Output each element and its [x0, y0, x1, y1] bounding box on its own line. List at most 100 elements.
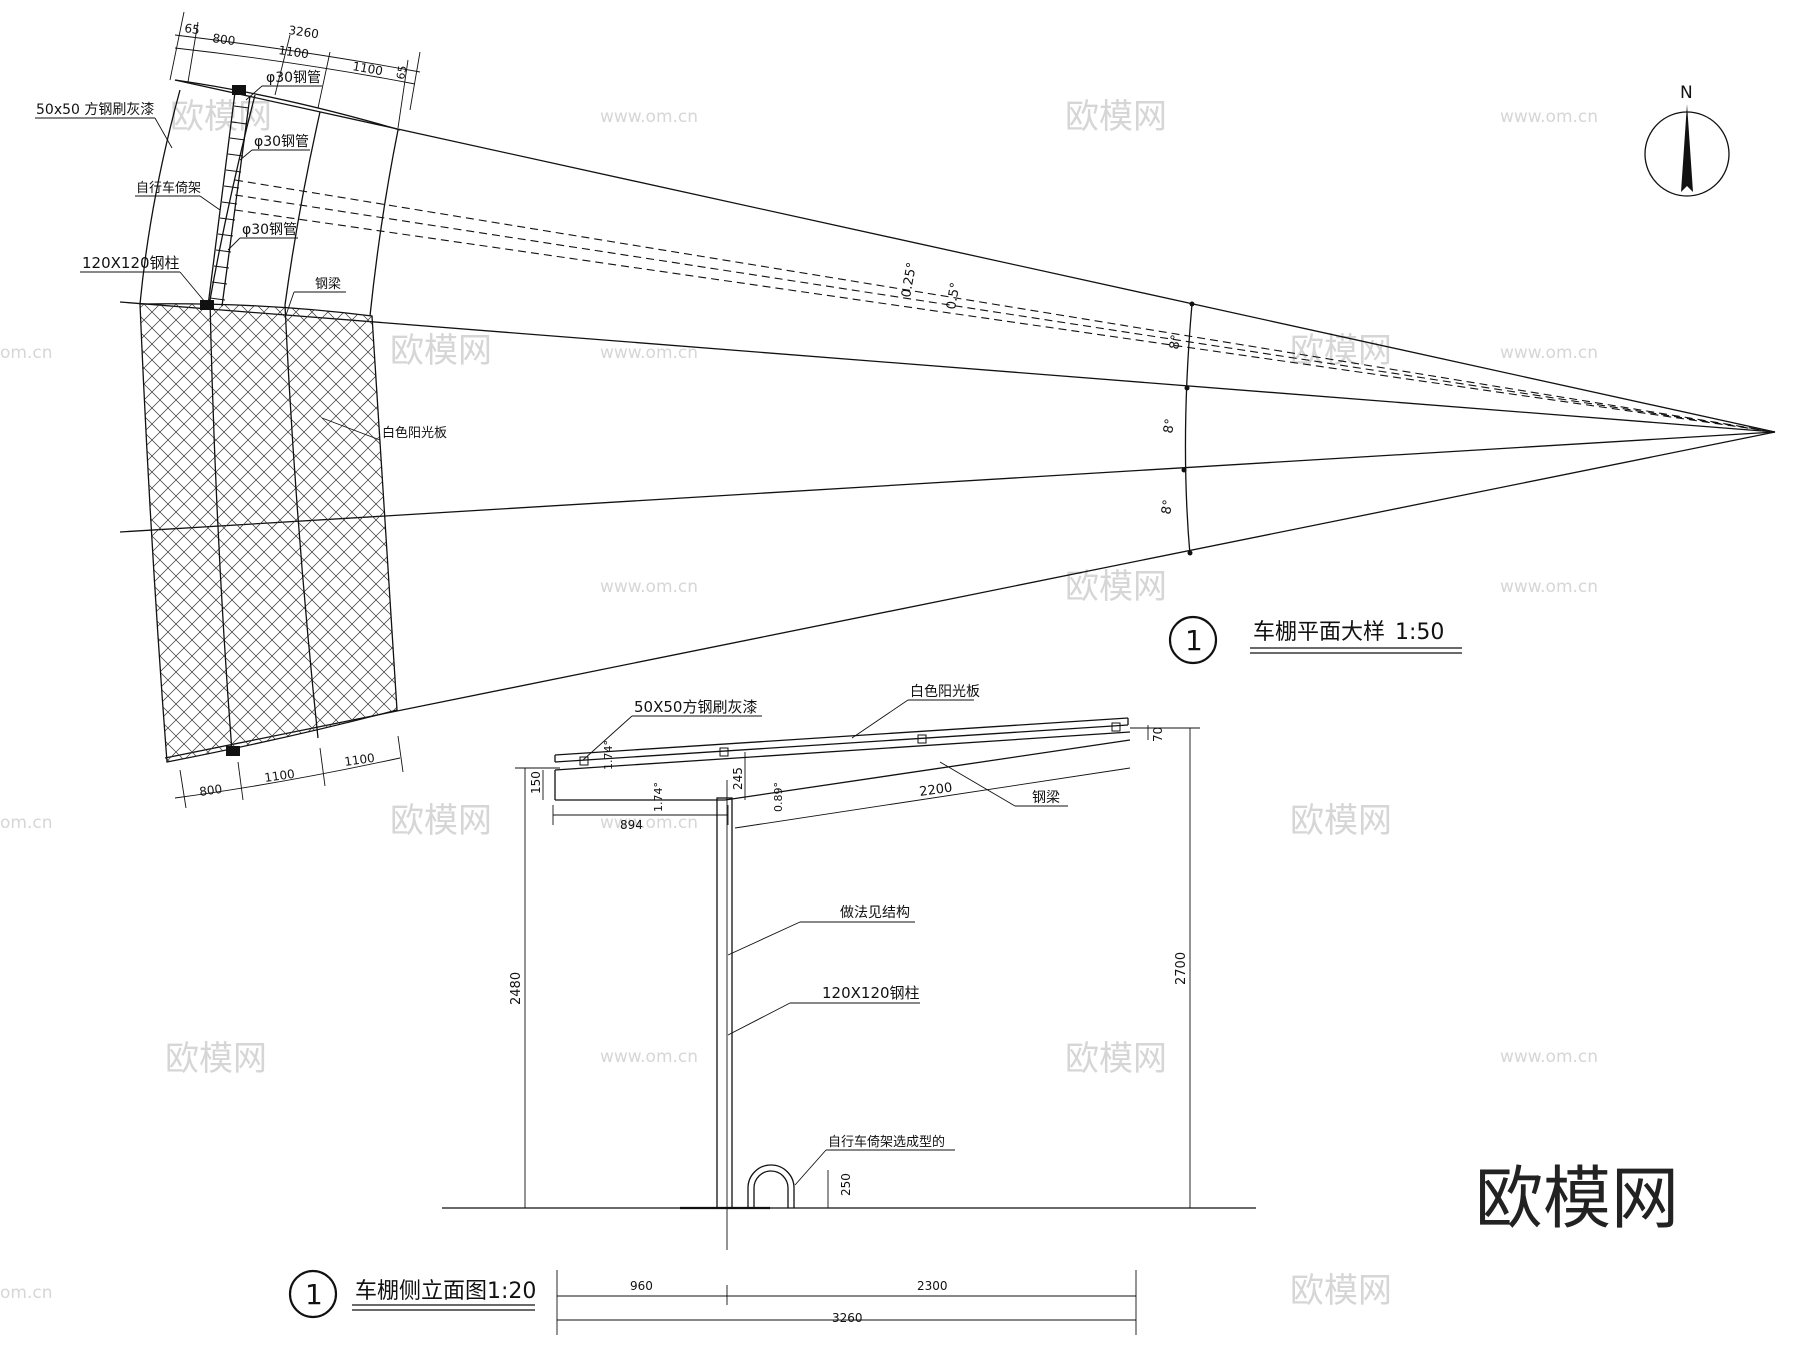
arc-node [1187, 550, 1193, 556]
watermark-cn: 欧模网 [170, 97, 272, 137]
watermark-cn: 欧模网 [1290, 801, 1392, 841]
north-arrow-icon [1681, 104, 1693, 192]
angle-label: 0.89° [772, 782, 785, 812]
purlin [579, 756, 589, 766]
elevation-view: 894 150 245 1.74° 1.74° 0.89° 2200 70 24… [288, 683, 1256, 1335]
purlin [917, 734, 927, 744]
dim-label: 800 [212, 31, 237, 48]
arc-node [1184, 385, 1190, 391]
elevation-scale: 1:20 [487, 1279, 536, 1304]
watermark-url: om.cn [0, 343, 53, 363]
angle-label: 0.5° [944, 281, 963, 310]
label-bike-rack: 自行车倚架 [136, 180, 201, 196]
label-structure-note: 做法见结构 [840, 905, 910, 921]
column-block [226, 746, 240, 756]
angle-arc [1184, 303, 1193, 556]
steel-beam [554, 731, 1131, 801]
dim-label: 2300 [917, 1279, 948, 1293]
label-steel-pipe: φ30钢管 [242, 222, 297, 238]
angle-label: 8° [1161, 418, 1178, 435]
dim-right-height: 2700 [1174, 952, 1189, 985]
bike-rack-ladder [207, 91, 251, 307]
frame-arc [209, 299, 233, 753]
north-arrow: N [1644, 83, 1730, 197]
elevation-title-block: 1 车棚侧立面图 1:20 [288, 1269, 536, 1319]
north-label: N [1680, 83, 1693, 103]
brand-logo: 欧模网 [1475, 1160, 1679, 1239]
plan-title: 车棚平面大样 [1253, 620, 1385, 645]
dim-label: 800 [198, 782, 223, 799]
elevation-title-marker-number: 1 [305, 1278, 323, 1311]
watermark-url: www.om.cn [1500, 1047, 1598, 1067]
watermark-url: www.om.cn [600, 343, 698, 363]
dim-label: 3260 [832, 1311, 863, 1325]
angle-label: 8° [1167, 334, 1184, 351]
radial-lines [119, 79, 1776, 759]
watermark-url: www.om.cn [600, 813, 698, 833]
frame-arc [174, 79, 401, 131]
label-square-tube: 50X50方钢刷灰漆 [634, 698, 757, 716]
label-steel-pipe: φ30钢管 [254, 134, 309, 150]
dim-label: 2200 [918, 781, 953, 800]
dim-label: 1100 [278, 43, 310, 61]
plan-view: 0.25° 0.5° 8° 8° 8° [35, 11, 1776, 809]
label-sunlight-panel: 白色阳光板 [382, 425, 447, 441]
watermark-cn: 欧模网 [390, 331, 492, 371]
label-steel-column: 120X120钢柱 [822, 984, 920, 1002]
dim-left-height: 2480 [509, 972, 524, 1005]
plan-annotations: 50x50 方钢刷灰漆 φ30钢管 φ30钢管 φ30钢管 自行车倚架 120X… [35, 70, 447, 441]
purlin [1111, 722, 1121, 732]
watermark-url: www.om.cn [1500, 343, 1598, 363]
watermark-cn: 欧模网 [1065, 97, 1167, 137]
dim-label: 3260 [288, 23, 320, 41]
arc-node [1189, 301, 1195, 307]
watermark-url: www.om.cn [600, 1047, 698, 1067]
watermark-cn: 欧模网 [390, 801, 492, 841]
elevation-annotations: 50X50方钢刷灰漆 白色阳光板 钢梁 做法见结构 120X120钢柱 自行车倚… [582, 683, 1068, 1186]
watermark-url: www.om.cn [1500, 107, 1598, 127]
elevation-title: 车棚侧立面图 [355, 1279, 487, 1304]
frame-arc [284, 111, 321, 306]
dim-rack-height: 250 [839, 1173, 853, 1196]
frame-arc [209, 94, 256, 301]
dim-label: 65 [394, 64, 409, 80]
frame-arc [284, 304, 319, 739]
dim-label: 70 [1151, 727, 1165, 742]
label-steel-beam: 钢梁 [1032, 790, 1060, 806]
label-rack-note: 自行车倚架选成型的 [828, 1134, 945, 1150]
watermark-cn: 欧模网 [165, 1039, 267, 1079]
label-steel-pipe: φ30钢管 [266, 70, 321, 86]
watermark-cn: 欧模网 [1290, 1271, 1392, 1311]
arc-node [1181, 467, 1187, 473]
sunlight-panel-hatch [140, 303, 397, 762]
roof-panel [554, 717, 1129, 766]
watermark-cn: 欧模网 [1065, 1039, 1167, 1079]
label-square-tube: 50x50 方钢刷灰漆 [36, 102, 154, 118]
plan-title-block: 1 车棚平面大样 1:50 [1168, 615, 1462, 665]
watermark-url: om.cn [0, 813, 53, 833]
dim-label: 65 [184, 21, 201, 37]
elevation-small-dimensions: 894 150 245 1.74° 1.74° 0.89° 2200 70 [529, 725, 1165, 832]
angle-label: 1.74° [602, 740, 615, 770]
dim-label: 150 [529, 771, 543, 794]
plan-scale: 1:50 [1395, 620, 1444, 645]
frame-arc [139, 89, 181, 305]
label-steel-beam: 钢梁 [315, 277, 341, 292]
watermark-url: www.om.cn [600, 107, 698, 127]
steel-column [716, 797, 733, 1209]
plan-top-dimensions: 65 800 3260 1100 1100 65 [169, 11, 421, 129]
angle-label: 1.74° [652, 782, 665, 812]
dim-label: 894 [620, 818, 643, 832]
label-sunlight-panel: 白色阳光板 [910, 683, 980, 700]
elevation-bottom-dimensions: 960 2300 3260 [556, 1270, 1137, 1335]
watermark-layer: www.om.cn www.om.cn www.om.cn www.om.cn … [0, 97, 1598, 1311]
watermark-cn: 欧模网 [1065, 567, 1167, 607]
purlin [719, 747, 729, 757]
label-steel-column: 120X120钢柱 [82, 254, 180, 272]
column-block [200, 300, 214, 310]
angle-label: 0.25° [899, 261, 920, 299]
plan-title-marker [1168, 615, 1218, 665]
elevation-height-dimensions: 2480 2700 [509, 727, 1200, 1209]
dim-label: 1100 [351, 59, 384, 78]
